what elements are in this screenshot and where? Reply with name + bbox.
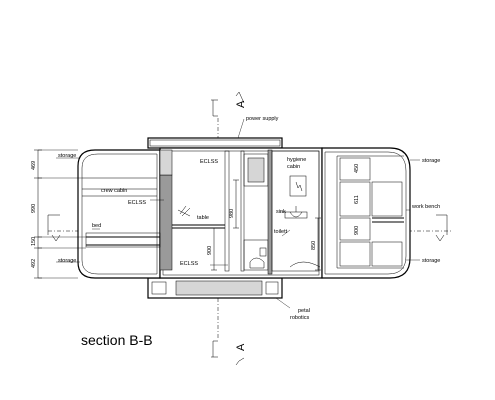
label-petal-line1: petal bbox=[298, 308, 310, 314]
dim-left-2: 990 bbox=[31, 204, 37, 213]
label-eclss-bottom: ECLSS bbox=[180, 261, 198, 267]
label-sink: sink bbox=[276, 209, 286, 215]
dim-mid-2: 900 bbox=[207, 246, 213, 255]
dim-left-4: 492 bbox=[31, 259, 37, 268]
right-dimension-chain: 450 611 900 bbox=[354, 164, 360, 235]
dim-mid-1: 980 bbox=[229, 209, 235, 218]
label-petal-robotics: petal robotics bbox=[290, 308, 311, 321]
dim-left-1: 469 bbox=[31, 161, 37, 170]
label-toilett: toilett bbox=[274, 229, 288, 235]
label-hygiene-line1: hygiene bbox=[287, 157, 306, 163]
side-mark-right bbox=[435, 214, 448, 242]
label-storage-top-left: storage bbox=[58, 153, 76, 159]
label-work-bench: work bench bbox=[411, 204, 440, 210]
label-leaders bbox=[56, 118, 420, 309]
label-eclss-top: ECLSS bbox=[200, 159, 218, 165]
dim-left-3: 150 bbox=[31, 237, 37, 246]
section-mark-top: A bbox=[211, 91, 247, 117]
right-storage-cabinets bbox=[336, 155, 404, 269]
right-partition-wall bbox=[267, 149, 273, 275]
label-petal-line2: robotics bbox=[290, 315, 310, 321]
label-table: table bbox=[197, 215, 209, 221]
label-hygiene-line2: cabin bbox=[287, 164, 300, 170]
left-partition-wall bbox=[159, 174, 173, 271]
drawing-title: section B-B bbox=[81, 332, 153, 348]
label-storage-bottom-left: storage bbox=[58, 258, 76, 264]
power-supply-module bbox=[147, 137, 283, 149]
label-power-supply: power supply bbox=[246, 116, 279, 122]
hygiene-cabin bbox=[271, 150, 320, 272]
left-module-hull bbox=[77, 149, 161, 279]
dim-hyg-1: 850 bbox=[311, 241, 317, 250]
label-crew-cabin: crew cabin bbox=[101, 188, 127, 194]
section-mark-bottom: A bbox=[211, 340, 247, 366]
middle-dimension-chain: 980 900 850 bbox=[207, 179, 321, 271]
label-eclss-left: ECLSS bbox=[128, 200, 146, 206]
dim-right-1: 450 bbox=[354, 164, 360, 173]
right-module-hull bbox=[321, 147, 411, 279]
dim-right-3: 900 bbox=[354, 226, 360, 235]
left-dimension-chain: 469 990 150 492 bbox=[31, 149, 86, 279]
label-hygiene-cabin: hygiene cabin bbox=[287, 157, 308, 170]
label-storage-top-right: storage bbox=[422, 158, 440, 164]
section-mark-label-top: A bbox=[235, 100, 247, 108]
label-storage-bottom-right: storage bbox=[422, 258, 440, 264]
section-mark-label-bottom: A bbox=[235, 343, 247, 351]
label-bed: bed bbox=[92, 223, 101, 229]
dim-right-2: 611 bbox=[354, 195, 360, 204]
table-fold-symbol bbox=[177, 205, 191, 217]
